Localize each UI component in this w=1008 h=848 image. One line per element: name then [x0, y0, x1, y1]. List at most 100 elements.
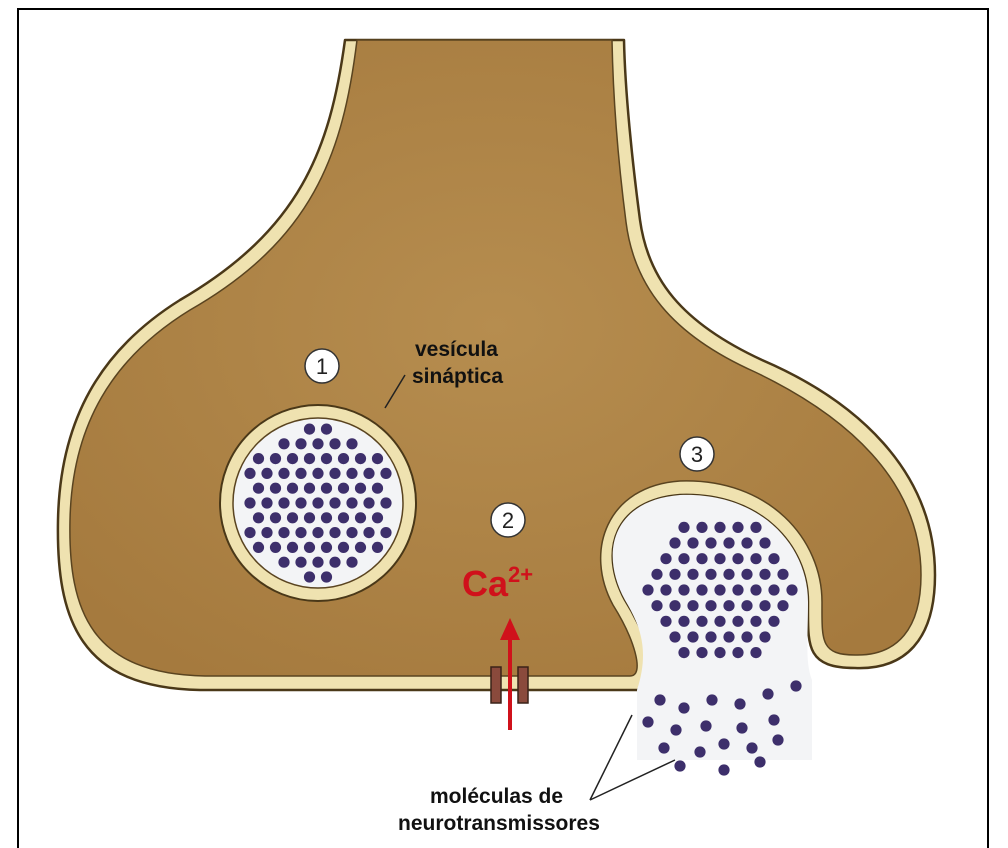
molecule-dot — [687, 537, 698, 548]
molecule-dot — [777, 569, 788, 580]
molecule-dot — [732, 616, 743, 627]
molecule-dot — [261, 497, 272, 508]
molecule-dot — [287, 542, 298, 553]
molecule-dot — [380, 468, 391, 479]
molecule-dot — [777, 600, 788, 611]
molecule-dot — [705, 569, 716, 580]
molecule-dot — [278, 557, 289, 568]
molecule-dot — [329, 557, 340, 568]
molecule-dot — [346, 468, 357, 479]
molecule-dot — [750, 647, 761, 658]
molecule-dot — [768, 714, 779, 725]
molecule-dot — [732, 553, 743, 564]
molecule-dot — [372, 512, 383, 523]
molecule-dot — [660, 616, 671, 627]
molecule-dot — [678, 522, 689, 533]
molecule-dot — [669, 569, 680, 580]
molecule-dot — [696, 647, 707, 658]
molecule-dot — [295, 438, 306, 449]
molecule-dot — [355, 483, 366, 494]
molecule-dot — [723, 569, 734, 580]
synaptic-vesicle — [220, 405, 416, 601]
molecule-dot — [278, 497, 289, 508]
molecule-dot — [786, 584, 797, 595]
molecule-dot — [687, 600, 698, 611]
molecule-dot — [253, 453, 264, 464]
molecule-dot — [696, 584, 707, 595]
step-marker-2: 2 — [491, 503, 525, 537]
molecule-dot — [750, 553, 761, 564]
molecule-dot — [660, 553, 671, 564]
molecule-dot — [736, 722, 747, 733]
molecule-dot — [355, 512, 366, 523]
molecule-dot — [723, 631, 734, 642]
molecule-dot — [244, 527, 255, 538]
molecule-dot — [363, 468, 374, 479]
molecule-dot — [687, 569, 698, 580]
molecule-dot — [304, 424, 315, 435]
molecule-dot — [312, 497, 323, 508]
molecule-dot — [270, 453, 281, 464]
molecule-dot — [762, 688, 773, 699]
molecule-dot — [718, 764, 729, 775]
molecule-dot — [754, 756, 765, 767]
molecule-dot — [253, 483, 264, 494]
molecule-dot — [372, 542, 383, 553]
molecule-dot — [734, 698, 745, 709]
molecule-dot — [244, 497, 255, 508]
molecule-dot — [363, 497, 374, 508]
molecule-dot — [261, 527, 272, 538]
molecule-dot — [312, 527, 323, 538]
svg-text:2: 2 — [502, 508, 514, 533]
molecule-dot — [355, 542, 366, 553]
molecule-dot — [696, 616, 707, 627]
molecule-dot — [253, 512, 264, 523]
molecule-dot — [380, 497, 391, 508]
molecule-dot — [346, 557, 357, 568]
molecule-dot — [674, 760, 685, 771]
molecule-dot — [304, 483, 315, 494]
molecule-dot — [678, 616, 689, 627]
molecule-dot — [723, 600, 734, 611]
molecule-dot — [772, 734, 783, 745]
molecule-dot — [261, 468, 272, 479]
molecule-dot — [321, 571, 332, 582]
molecule-dot — [678, 553, 689, 564]
molecule-dot — [338, 453, 349, 464]
molecule-dot — [346, 527, 357, 538]
molecule-dot — [295, 468, 306, 479]
molecule-dot — [329, 438, 340, 449]
molecule-dot — [705, 600, 716, 611]
molecule-dot — [759, 569, 770, 580]
step-marker-3: 3 — [680, 437, 714, 471]
molecule-dot — [741, 600, 752, 611]
molecule-dot — [678, 647, 689, 658]
molecule-dot — [312, 557, 323, 568]
molecule-dot — [642, 716, 653, 727]
molecule-dot — [669, 600, 680, 611]
molecule-dot — [346, 438, 357, 449]
molecule-dot — [321, 424, 332, 435]
molecule-dot — [329, 468, 340, 479]
molecule-dot — [768, 584, 779, 595]
molecule-dot — [768, 616, 779, 627]
molecule-dot — [732, 522, 743, 533]
step-marker-1: 1 — [305, 349, 339, 383]
molecule-dot — [750, 522, 761, 533]
molecule-dot — [678, 584, 689, 595]
molecule-dot — [295, 497, 306, 508]
molecule-dot — [321, 512, 332, 523]
molecule-dot — [768, 553, 779, 564]
molecule-dot — [723, 537, 734, 548]
molecule-dot — [338, 542, 349, 553]
molecule-dot — [790, 680, 801, 691]
molecule-dot — [714, 584, 725, 595]
molecule-dot — [669, 537, 680, 548]
molecule-dot — [714, 553, 725, 564]
molecule-dot — [732, 584, 743, 595]
molecule-dot — [253, 542, 264, 553]
molecule-dot — [759, 537, 770, 548]
molecule-dot — [372, 483, 383, 494]
molecule-dot — [706, 694, 717, 705]
